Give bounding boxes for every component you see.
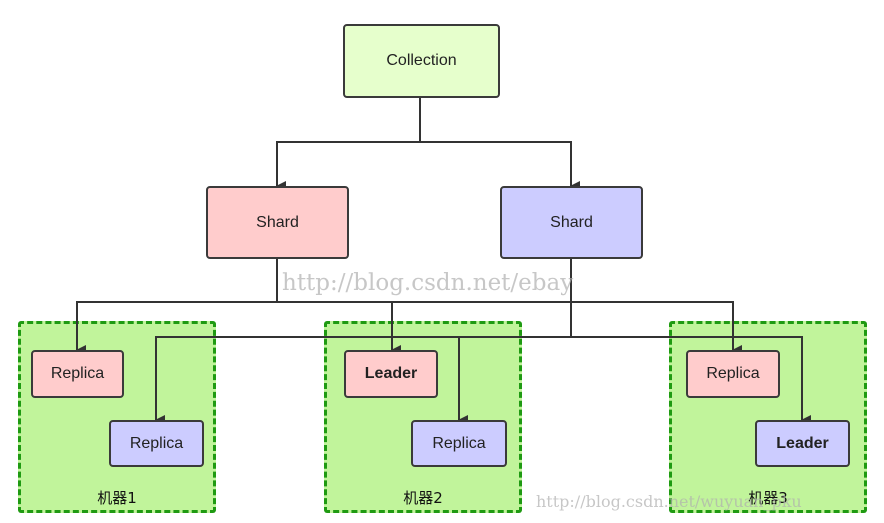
edge-shard-red-m2: [277, 301, 401, 355]
m1-replica-red-label: Replica: [50, 365, 105, 382]
shard-red-label: Shard: [256, 213, 299, 231]
machine-1-label: 机器1: [97, 489, 137, 507]
edge-shard-red-m3: [392, 301, 742, 355]
shard-node-red: Shard: [206, 186, 349, 259]
m1-replica-red: Replica: [31, 350, 124, 398]
edge-collection-shard-red: [276, 98, 421, 191]
m3-replica-red: Replica: [686, 350, 780, 398]
shard-node-blue: Shard: [500, 186, 643, 259]
m3-replica-red-label: Replica: [706, 365, 760, 382]
edge-collection-shard-blue: [419, 98, 580, 191]
m2-leader-red-label: Leader: [364, 365, 418, 382]
collection-label: Collection: [386, 52, 457, 69]
edge-shard-blue-m1: [155, 336, 571, 425]
edge-shard-red-m1: [76, 259, 278, 355]
m1-replica-blue-label: Replica: [129, 434, 184, 452]
m2-replica-blue-label: Replica: [432, 434, 486, 452]
m2-leader-red: Leader: [344, 350, 438, 398]
collection-node: Collection: [343, 24, 500, 98]
m1-replica-blue: Replica: [109, 420, 204, 467]
shard-blue-label: Shard: [550, 213, 593, 231]
machine-2-label: 机器2: [403, 489, 443, 507]
m2-replica-blue: Replica: [411, 420, 507, 467]
edge-shard-blue-m3: [571, 336, 811, 425]
m3-leader-blue: Leader: [755, 420, 850, 467]
m3-leader-blue-label: Leader: [776, 434, 829, 452]
machine-3-label: 机器3: [748, 489, 788, 507]
